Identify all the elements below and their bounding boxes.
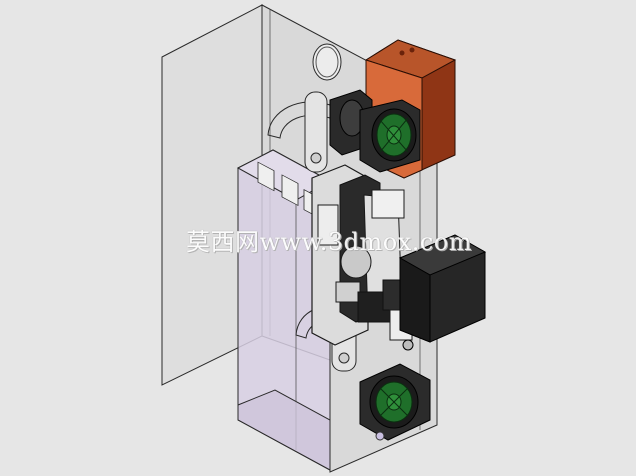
upper-pivot (310, 152, 322, 164)
mount-hole-inner (315, 46, 339, 78)
lower-pivot (338, 352, 350, 364)
board-screw (375, 431, 385, 441)
motor-block-icon (398, 234, 487, 351)
watermark-text: 莫西网www.3dmox.com (186, 228, 473, 256)
mount-hole-top (312, 43, 342, 81)
upper-bracket (304, 91, 328, 173)
internal-mechanism (311, 164, 413, 346)
board-bottom-tray (237, 389, 331, 471)
fan-icon-bottom (359, 363, 431, 441)
fan-icon (359, 99, 421, 173)
